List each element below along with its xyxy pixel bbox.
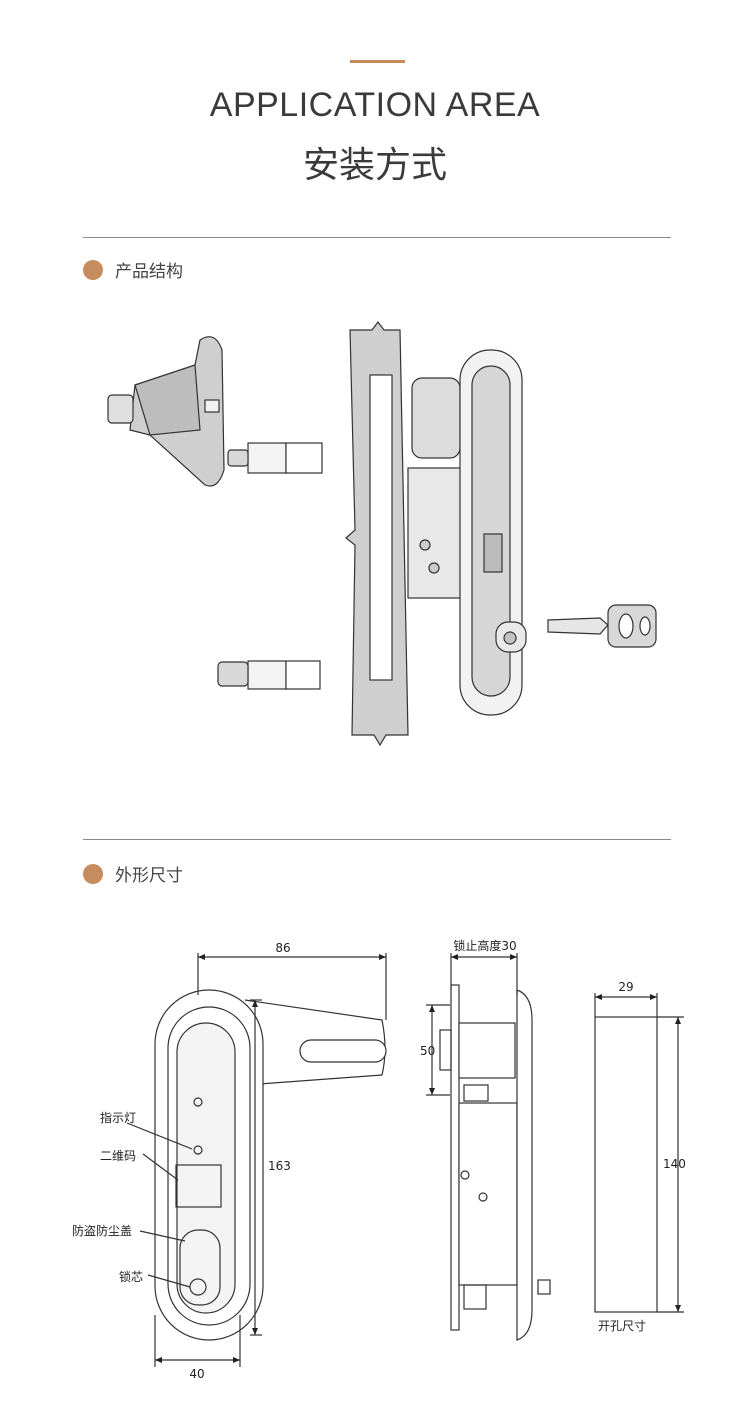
section-divider [83, 839, 671, 840]
dim-side-50: 50 [420, 1044, 435, 1058]
section-dot [83, 259, 103, 280]
page-title-cn: 安装方式 [302, 145, 447, 186]
dim-body-width: 40 [189, 1367, 204, 1381]
exploded-view-diagram [107, 321, 657, 747]
callout-indicator: 指示灯 [100, 1110, 136, 1125]
cutout-label: 开孔尺寸 [598, 1319, 646, 1333]
page-title-en: APPLICATION AREA [209, 86, 541, 124]
dimension-drawing: 86 163 40 锁止高度30 50 29 140 开孔尺寸 指示灯 二维码 … [72, 938, 686, 1381]
section-dot [83, 863, 103, 884]
cutout-outline [594, 1016, 658, 1313]
lock-body [407, 467, 467, 599]
dim-cutout-height: 140 [663, 1157, 686, 1171]
section-header-structure: 产品结构 [83, 257, 183, 282]
callout-dust-cover: 防盗防尘盖 [72, 1223, 132, 1238]
section-header-dimensions: 外形尺寸 [83, 861, 183, 886]
connector-block [247, 442, 287, 474]
section-label-structure: 产品结构 [115, 262, 183, 282]
callout-lock-core: 锁芯 [119, 1269, 143, 1284]
section-label-dimensions: 外形尺寸 [115, 866, 183, 886]
accent-bar [350, 60, 405, 63]
key [547, 617, 609, 635]
connector-block-lower [247, 660, 287, 690]
dim-body-height: 163 [268, 1159, 291, 1173]
qr-label [483, 533, 503, 573]
dim-handle-width: 86 [275, 941, 290, 955]
dim-cutout-width: 29 [618, 980, 633, 994]
dim-lock-height: 锁止高度30 [453, 938, 516, 953]
bracket-screw [107, 394, 134, 424]
callout-qr-code: 二维码 [100, 1149, 136, 1163]
side-view-plate [450, 984, 460, 1331]
section-divider [83, 237, 671, 238]
